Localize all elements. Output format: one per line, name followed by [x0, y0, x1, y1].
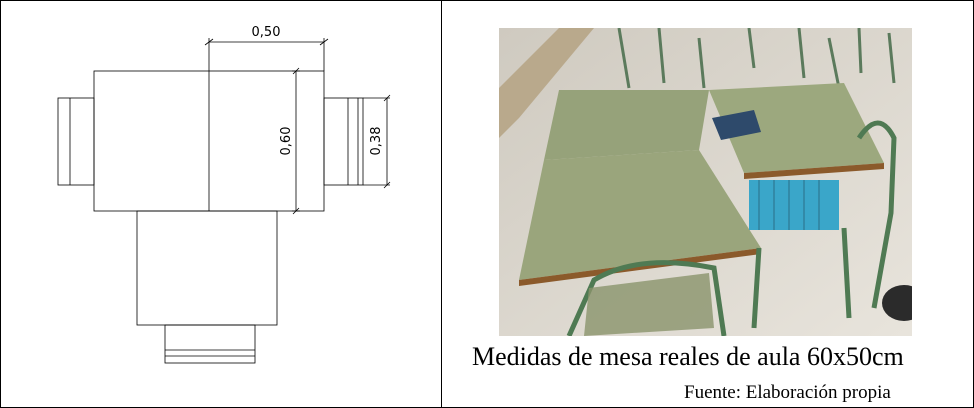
dim-chair-label: 0,38 [369, 127, 384, 156]
chair-right-outline [323, 97, 364, 186]
chair-left-outline [57, 97, 95, 186]
chair-bottom-outline [136, 210, 278, 326]
dim-depth-label: 0,60 [279, 127, 294, 156]
dim-width-label: 0,50 [252, 25, 281, 40]
cell-divider [441, 0, 442, 408]
classroom-desks-photo [499, 28, 912, 336]
figure-caption: Medidas de mesa reales de aula 60x50cm [472, 342, 904, 371]
chair-bottom-back [164, 324, 256, 364]
figure-source: Fuente: Elaboración propia [684, 382, 891, 403]
desk-plan-drawing: 0,50 0,60 0,38 [57, 25, 391, 364]
